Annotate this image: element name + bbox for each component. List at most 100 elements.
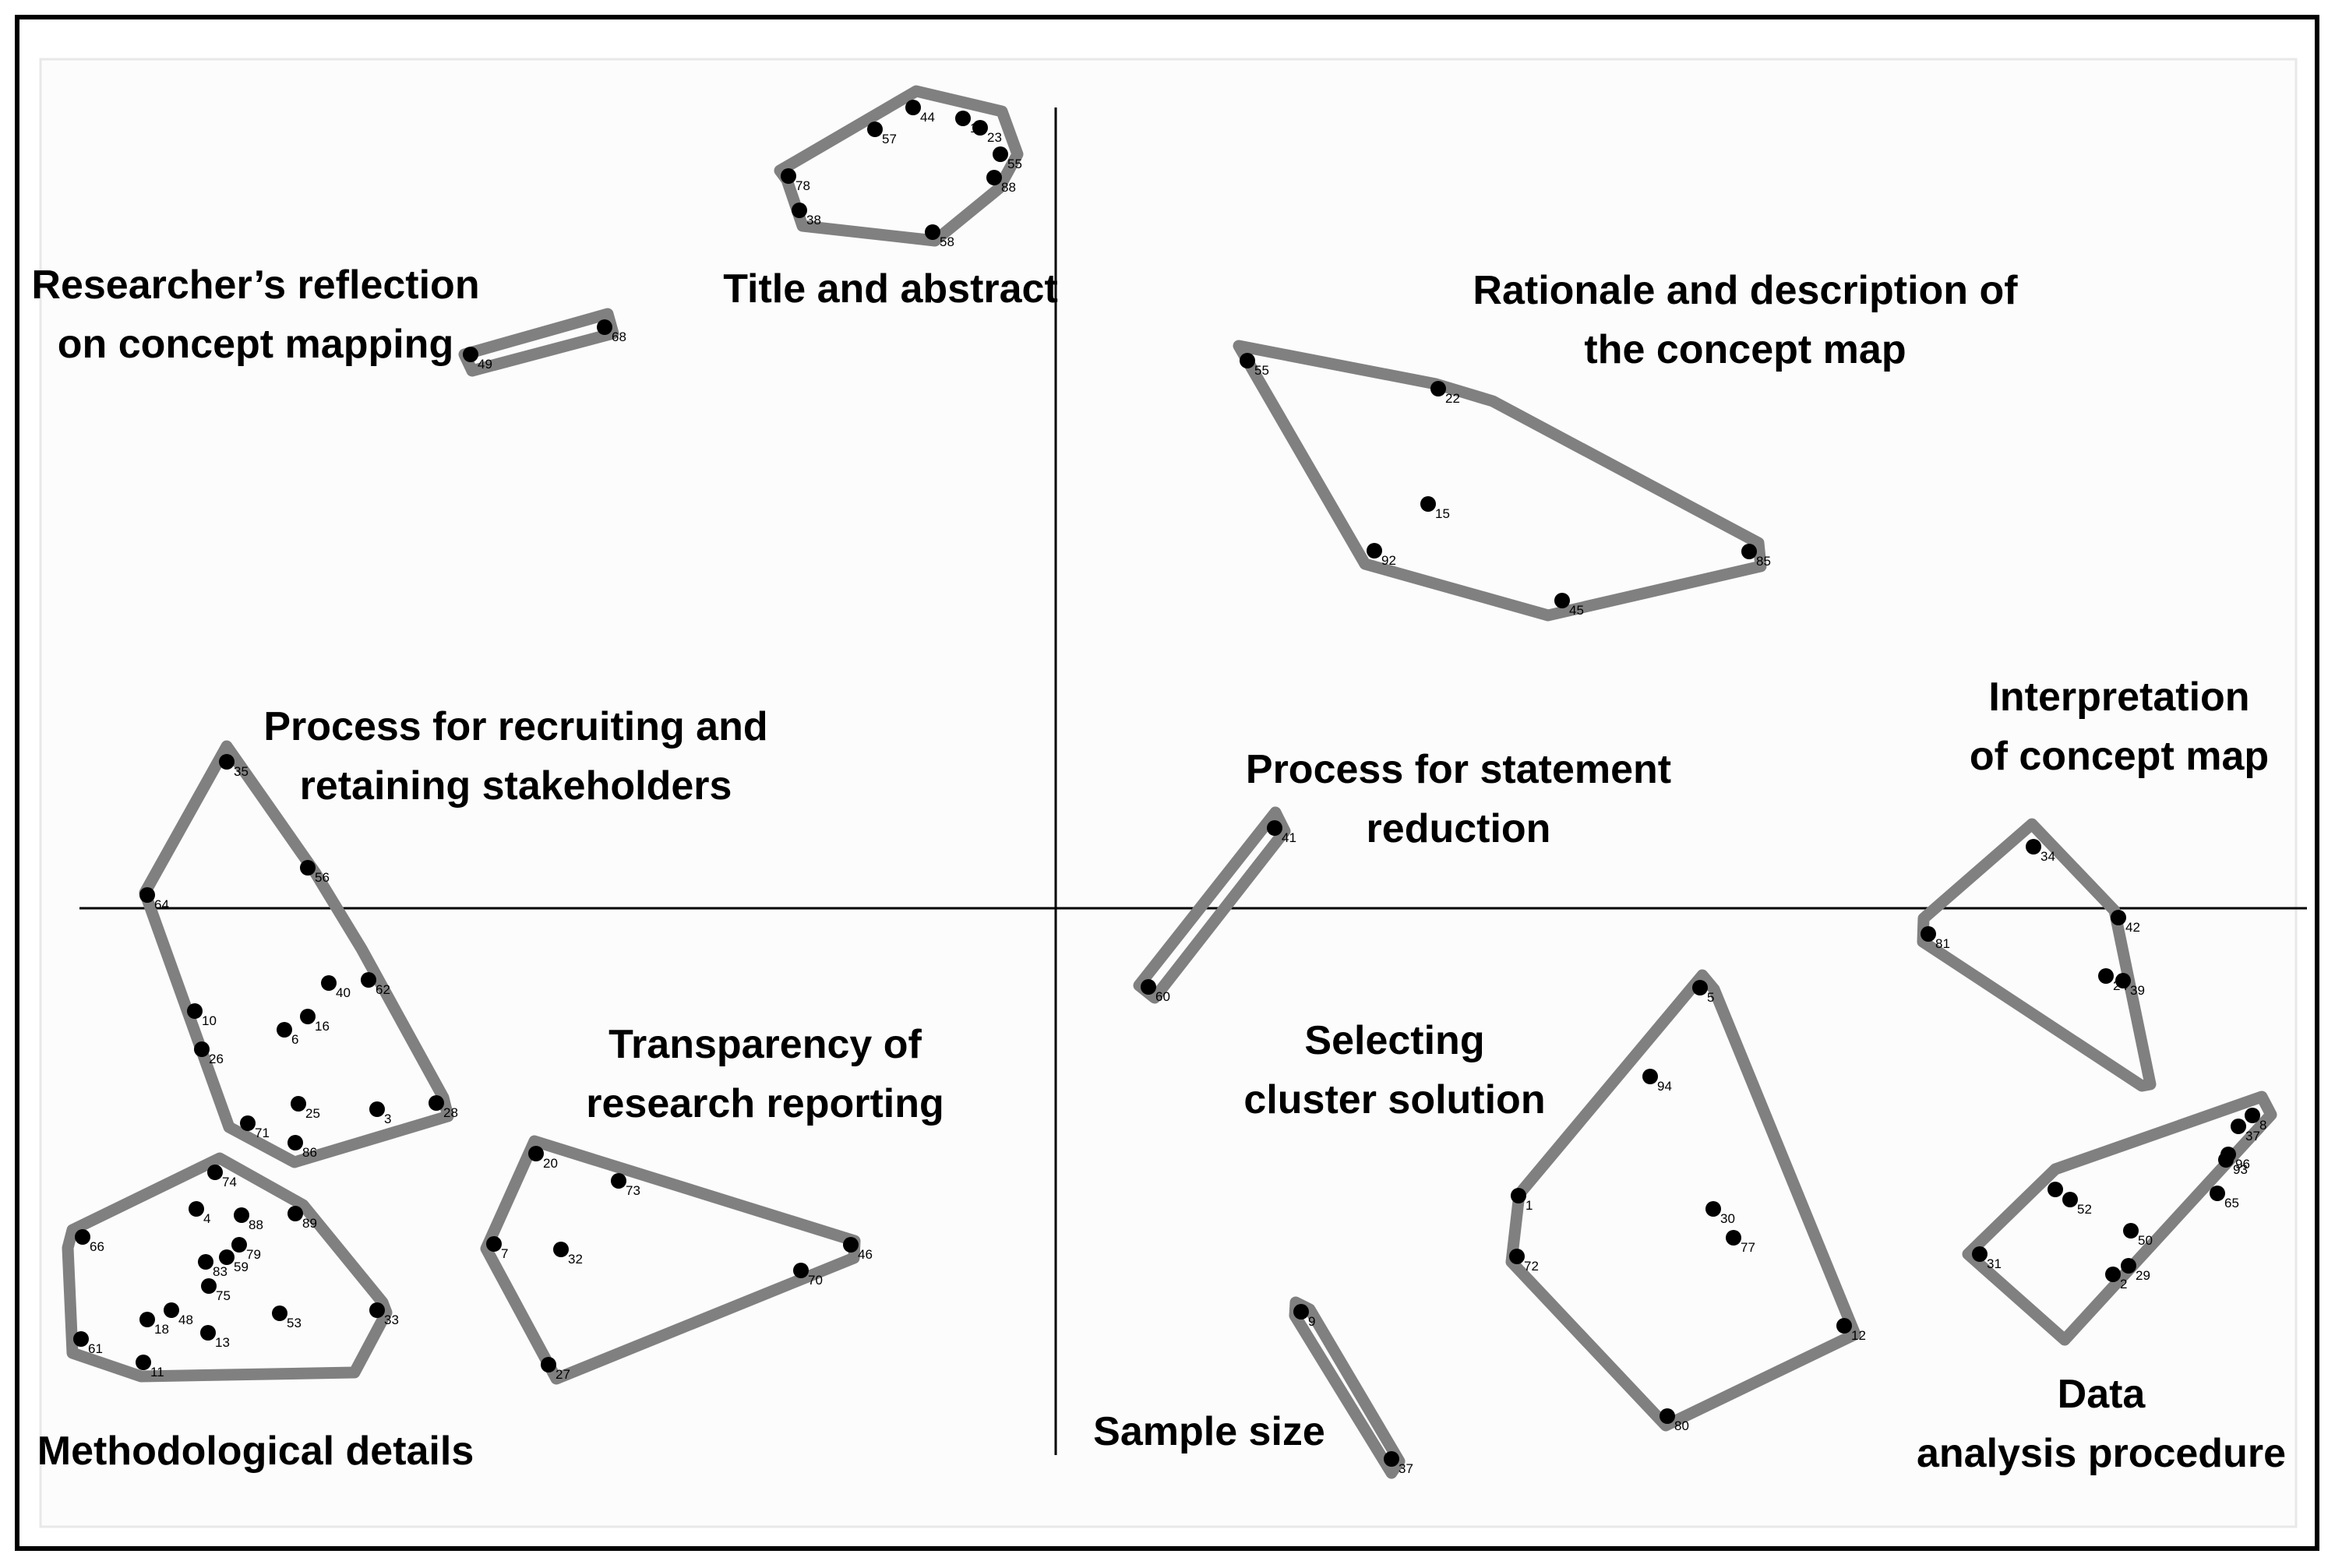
statement-point <box>1367 543 1382 558</box>
statement-number: 83 <box>213 1264 228 1279</box>
statement-point <box>139 887 155 903</box>
statement-point <box>361 972 376 988</box>
cluster-label: Selecting <box>1304 1018 1484 1063</box>
statement-point <box>2048 1182 2063 1197</box>
cluster-label: Transparency of <box>608 1022 922 1067</box>
statement-point <box>553 1242 569 1257</box>
statement-number: 81 <box>1935 936 1950 951</box>
statement-number: 78 <box>795 178 810 193</box>
cluster-label: cluster solution <box>1243 1077 1545 1122</box>
inner-panel <box>39 58 2298 1528</box>
statement-point <box>164 1302 179 1318</box>
cluster-label: reduction <box>1367 806 1551 851</box>
statement-number: 89 <box>302 1216 317 1231</box>
statement-number: 59 <box>234 1260 249 1274</box>
statement-point <box>139 1312 155 1327</box>
statement-number: 18 <box>154 1322 169 1337</box>
statement-number: 25 <box>305 1106 320 1121</box>
cluster: 3481422439Interpretationof concept map <box>1917 675 2269 1092</box>
statement-number: 73 <box>626 1183 640 1198</box>
statement-number: 74 <box>222 1175 237 1189</box>
statement-number: 55 <box>1007 157 1022 171</box>
statement-point <box>1293 1304 1309 1320</box>
statement-point <box>75 1229 90 1245</box>
statement-number: 64 <box>154 897 169 912</box>
cluster-label: Rationale and description of <box>1473 268 2018 313</box>
statement-point <box>541 1357 556 1372</box>
statement-number: 60 <box>1155 989 1170 1004</box>
statement-number: 53 <box>287 1316 302 1330</box>
cluster: 574414235588783858Title and abstract <box>723 85 1058 312</box>
cluster-label: Researcher’s reflection <box>31 263 479 308</box>
cluster-label: on concept mapping <box>58 322 453 367</box>
statement-point <box>1240 353 1255 368</box>
statement-point <box>486 1236 502 1252</box>
statement-number: 15 <box>1435 506 1450 521</box>
cluster-boundary <box>774 85 1024 247</box>
cluster-label: the concept map <box>1584 327 1906 372</box>
cluster-boundary <box>480 1135 861 1385</box>
statement-number: 32 <box>568 1252 583 1267</box>
statement-point <box>1141 979 1156 995</box>
statement-point <box>219 754 235 770</box>
statement-number: 9 <box>1308 1314 1315 1329</box>
statement-point <box>905 100 921 115</box>
cluster-label: Process for statement <box>1246 747 1671 792</box>
statement-number: 75 <box>216 1288 231 1303</box>
statement-point <box>867 122 883 137</box>
statement-point <box>955 111 971 126</box>
statement-point <box>369 1302 385 1318</box>
statement-point <box>2111 910 2126 925</box>
cluster-boundary <box>1962 1091 2277 1346</box>
cluster-label: Process for recruiting and <box>263 704 767 749</box>
statement-number: 77 <box>1741 1240 1755 1255</box>
statement-number: 49 <box>478 357 492 372</box>
statement-point <box>2105 1267 2121 1282</box>
statement-point <box>1705 1201 1721 1217</box>
statement-point <box>187 1003 203 1019</box>
statement-number: 8 <box>2259 1118 2266 1133</box>
statement-point <box>2121 1258 2136 1274</box>
statement-point <box>843 1237 859 1253</box>
statement-number: 65 <box>2224 1196 2239 1210</box>
statement-number: 6 <box>291 1032 298 1047</box>
statement-point <box>2245 1108 2260 1123</box>
statement-point <box>1430 381 1446 396</box>
statement-number: 1 <box>1526 1198 1533 1213</box>
statement-point <box>200 1325 216 1341</box>
statement-point <box>2231 1119 2246 1134</box>
statement-number: 23 <box>987 130 1002 145</box>
statement-number: 71 <box>255 1126 270 1140</box>
statement-number: 39 <box>2130 983 2145 998</box>
cluster-label: Sample size <box>1093 1409 1325 1454</box>
statement-number: 30 <box>1720 1211 1735 1226</box>
statement-number: 92 <box>1381 553 1396 568</box>
statement-number: 37 <box>2245 1129 2260 1143</box>
statement-number: 40 <box>336 985 351 1000</box>
statement-number: 46 <box>858 1247 873 1262</box>
statement-point <box>369 1101 385 1117</box>
statement-number: 11 <box>150 1365 164 1379</box>
cluster-boundary <box>139 740 454 1168</box>
statement-point <box>136 1355 151 1370</box>
statement-number: 44 <box>920 110 935 125</box>
statement-point <box>2098 968 2114 984</box>
cluster-boundary <box>62 1152 393 1383</box>
statement-number: 88 <box>1001 180 1016 195</box>
statement-number: 28 <box>443 1105 458 1120</box>
statement-point <box>1267 820 1282 836</box>
statement-point <box>528 1146 544 1161</box>
statement-number: 96 <box>2235 1157 2250 1172</box>
statement-point <box>287 1206 303 1221</box>
statement-point <box>300 1009 316 1024</box>
statement-number: 88 <box>249 1217 263 1232</box>
statement-point <box>1554 593 1570 608</box>
